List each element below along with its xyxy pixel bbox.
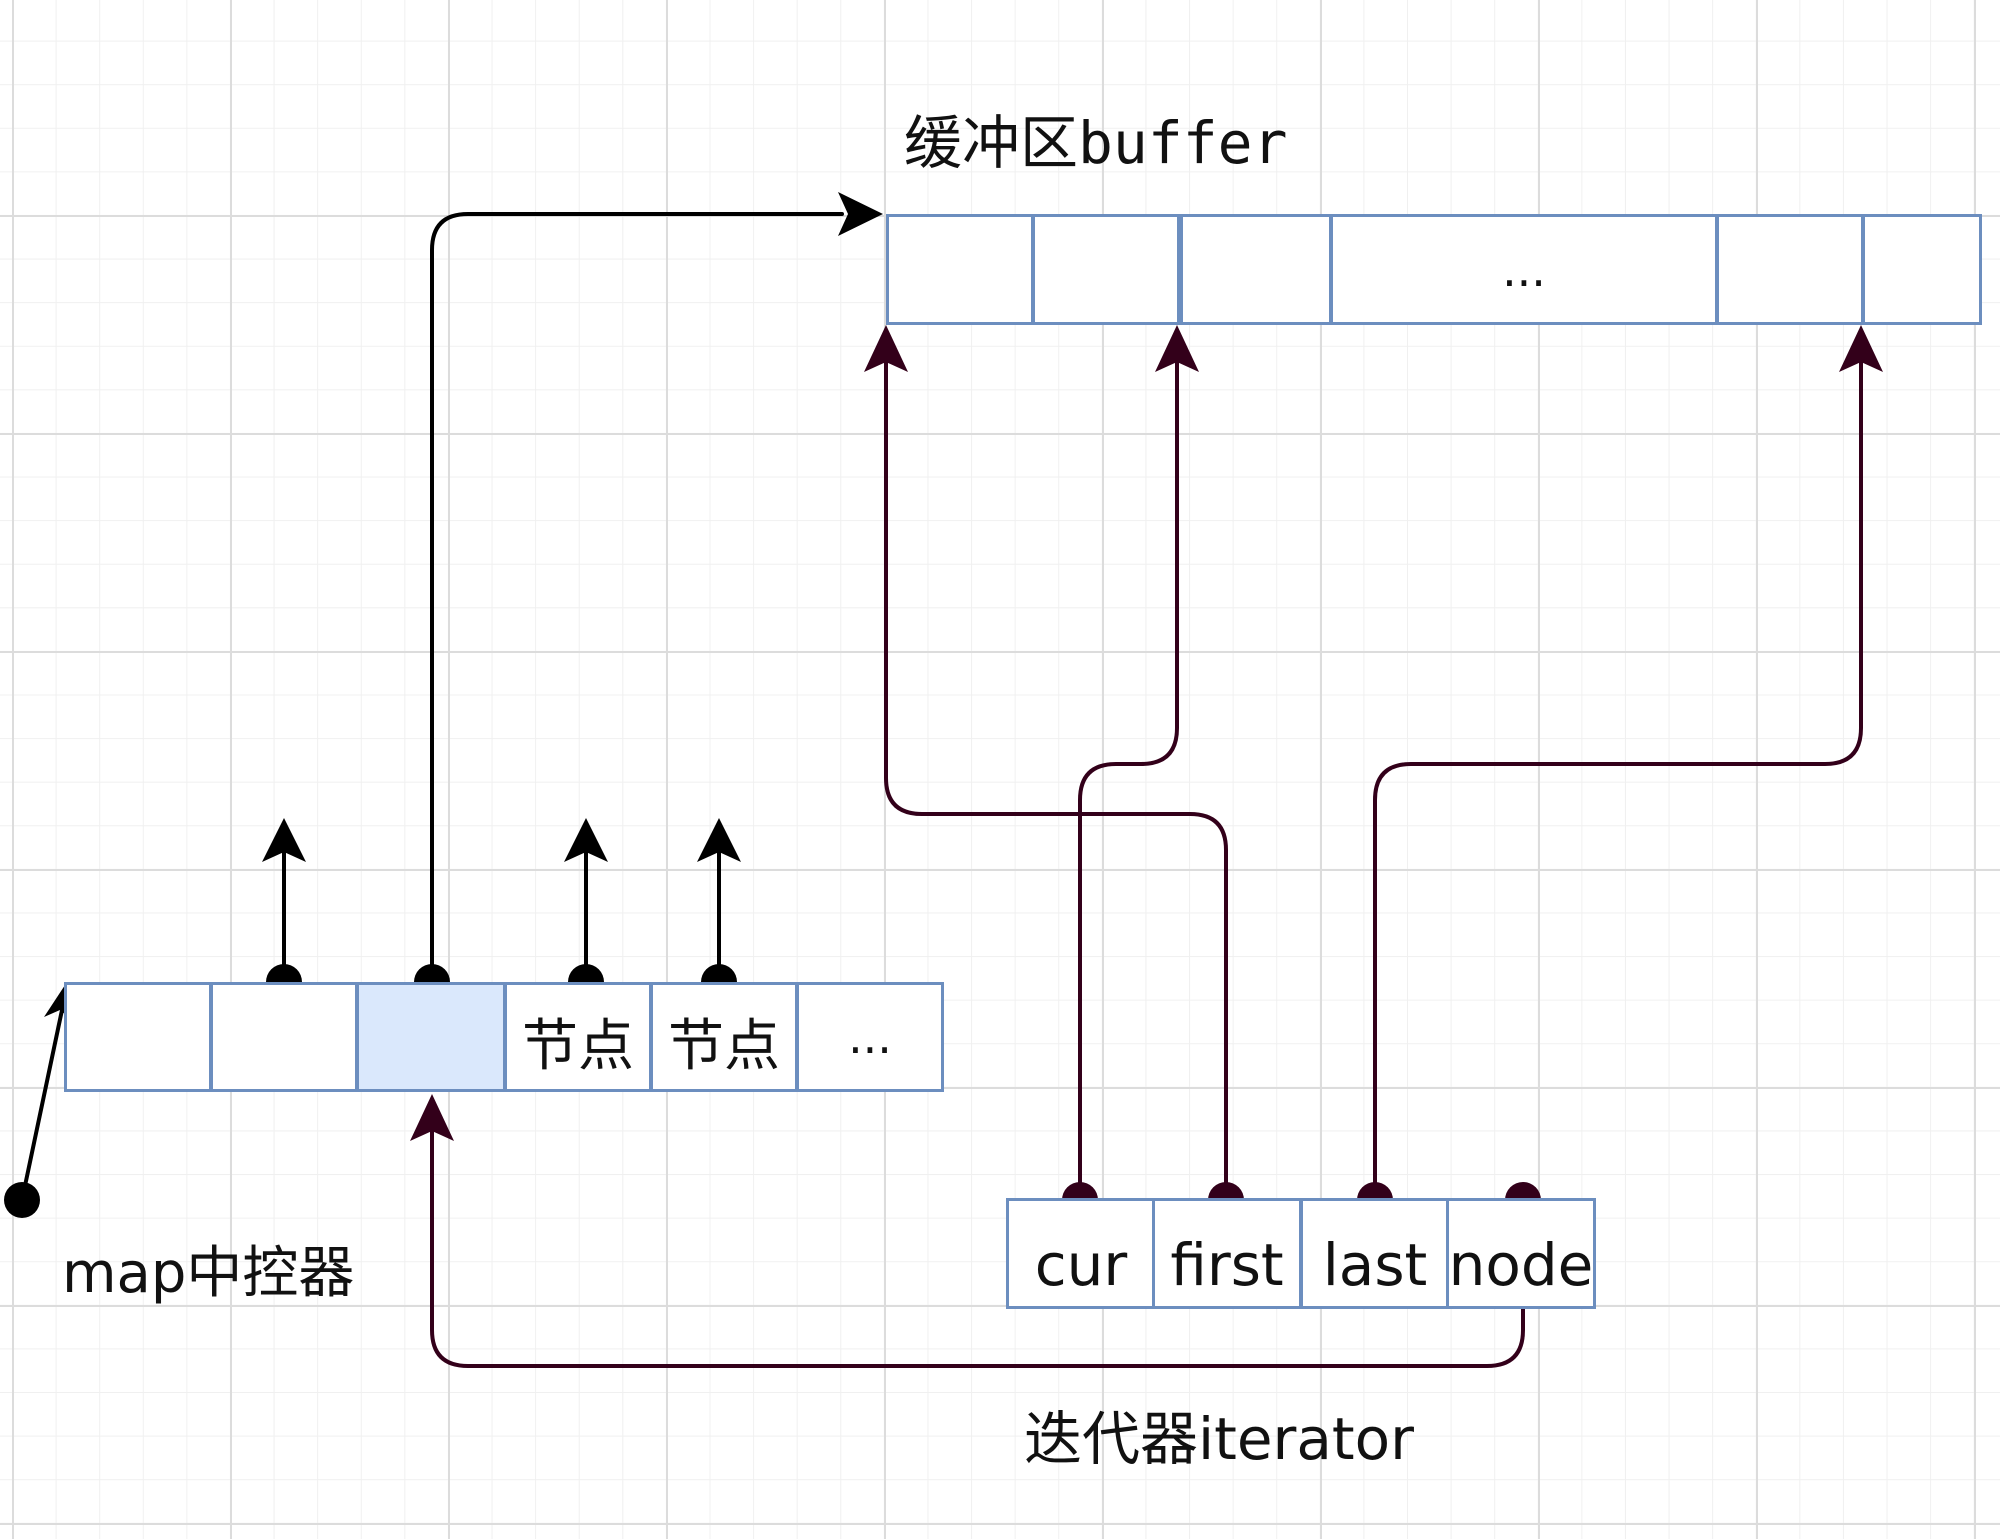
arrowhead-buffer-entry	[838, 192, 883, 236]
arrowhead-map-cell-2	[262, 818, 306, 862]
map-cell-current	[356, 982, 506, 1092]
iterator-cur-arrow	[1078, 348, 1179, 1202]
map-cell-node: 节点	[504, 982, 652, 1092]
iterator-node-arrow	[430, 1118, 1525, 1368]
iterator-last-arrow	[1373, 348, 1863, 1202]
map-entry-dot	[4, 1182, 40, 1218]
iterator-title: 迭代器iterator	[1024, 1405, 1414, 1473]
buffer-cell-ellipsis: ...	[1330, 214, 1718, 325]
buffer-cell	[1180, 214, 1332, 325]
map-cell-ellipsis: ...	[796, 982, 944, 1092]
iterator-first-arrow	[884, 348, 1228, 1202]
map-cell	[210, 982, 358, 1092]
arrowhead-map-cell-4	[564, 818, 608, 862]
arrowhead-buffer-cell-3	[1155, 325, 1199, 372]
arrowhead-map-cell-5	[697, 818, 741, 862]
buffer-cell	[886, 214, 1034, 325]
map-cell-node: 节点	[650, 982, 798, 1092]
buffer-cell	[1716, 214, 1864, 325]
map-node-to-buffer-arrow	[430, 212, 844, 984]
map-cell	[64, 982, 212, 1092]
arrowhead-map-node	[410, 1094, 454, 1141]
buffer-title: 缓冲区buffer	[904, 109, 1288, 177]
iterator-field-cur: cur	[1006, 1198, 1156, 1309]
buffer-cell	[1862, 214, 1982, 325]
arrowhead-buffer-cell-5	[1839, 325, 1883, 372]
map-entry-pointer-arrow	[20, 1008, 64, 1202]
map-title: map中控器	[62, 1241, 355, 1306]
arrowhead-buffer-cell-1	[864, 325, 908, 372]
buffer-cell	[1032, 214, 1180, 325]
iterator-field-node: node	[1446, 1198, 1596, 1309]
iterator-field-last: last	[1300, 1198, 1450, 1309]
iterator-field-first: first	[1152, 1198, 1302, 1309]
